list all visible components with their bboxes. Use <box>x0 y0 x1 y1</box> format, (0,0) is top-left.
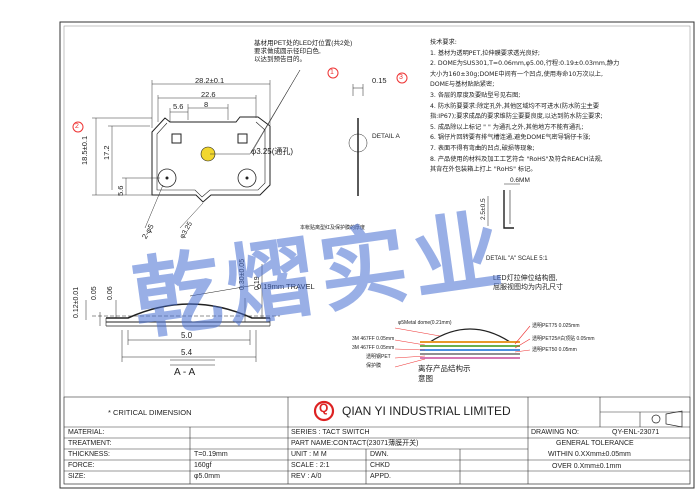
corner-window-right <box>237 133 248 144</box>
dome-circle-right <box>237 168 257 188</box>
part-outline <box>151 116 271 203</box>
critical-dimension: * CRITICAL DIMENSION <box>108 408 192 417</box>
logo-letter: Q <box>319 401 329 415</box>
circle-label-2: 2 <box>75 123 79 130</box>
dim-lines-top <box>92 69 301 229</box>
circle-label-3: 3 <box>399 74 403 81</box>
dim-0-19: 0.19 <box>254 276 261 290</box>
layer-right-1: 透明PET25#白顶贴 0.05mm <box>532 336 595 342</box>
value-size: φ5.0mm <box>194 473 220 480</box>
callout-base-note: 基材用PET处的LED灯位置(共2处) 要求做成圆示径印白色, 以达到预告目的。 <box>254 40 353 63</box>
note-line: 4. 防水防要要求:除定孔外,其他区域均不可进水(防水防尘主要 <box>430 102 600 110</box>
general-tolerance: GENERAL TOLERANCE <box>556 440 634 447</box>
dome-center-left <box>165 176 169 180</box>
note-line: DOME与基材贴贴紧密; <box>430 81 495 89</box>
rev: REV : A/0 <box>291 473 322 480</box>
label-thickness: THICKNESS: <box>68 451 111 458</box>
note-line: 5. 成品除以上标记 " " 为通孔之外,其他地方不能有通孔; <box>430 123 584 131</box>
dim-0-06: 0.06 <box>107 286 114 300</box>
note-line: 8. 产品使用的材料及加工工艺符合 "RoHS"及符合REACH法规, <box>430 155 603 163</box>
company-logo-ring <box>313 400 335 422</box>
appd: APPD. <box>370 473 392 480</box>
dim-led-hole: φ3.25(通孔) <box>251 147 294 156</box>
detail-height: 2.5±0.5 <box>480 198 487 220</box>
company-name: QIAN YI INDUSTRIAL LIMITED <box>342 404 511 418</box>
layer-left-4: 保护膜 <box>366 363 382 369</box>
dim-0-30: 0.30±0.05 <box>239 258 246 290</box>
technical-requirements: 技术要求: 1. 基材为透明PET,拉伸膜要求透光良好; 2. DOME为SUS… <box>430 38 692 176</box>
layer-right-2: 透明PET50 0.05mm <box>532 347 577 353</box>
callout-circles <box>72 67 408 133</box>
label-force: FORCE: <box>68 462 95 469</box>
dome-center-right <box>245 176 249 180</box>
side-profile <box>348 84 368 196</box>
protect-film-note: 本帐贴离型红及保护膜的厚度 <box>300 225 366 231</box>
section-label: A - A <box>174 367 196 378</box>
detail-a-scale: DETAIL "A" SCALE 5:1 <box>486 256 548 262</box>
label-material: MATERIAL: <box>68 429 105 436</box>
title-block-grid <box>63 396 691 485</box>
scale: SCALE : 2:1 <box>291 462 330 469</box>
dim-width: 28.2±0.1 <box>195 76 225 85</box>
note-line: 7. 表面不得有弯曲的凹点,破损等现象; <box>430 144 535 152</box>
part-name: PART NAME:CONTACT(23071薄膜开关) <box>291 440 419 447</box>
layer-left-1: 3M 467FF 0.05mm <box>352 336 395 342</box>
note-line: 大小为160±30g;DOME中间有一个凹点,使用寿命10万次以上, <box>430 70 603 78</box>
dim-height: 18.5±0.1 <box>80 135 89 165</box>
dim-0-12: 0.12±0.01 <box>73 286 80 318</box>
structure-title: 离存产品结构示 意图 <box>418 364 471 383</box>
drawing-no: QY-ENL-23071 <box>612 429 660 436</box>
layer-left-0: φ5Metal dome(0.21mm) <box>398 320 452 326</box>
dim-inner-width: 22.6 <box>201 90 216 99</box>
layer-left-3: 透明钢PET <box>366 354 391 360</box>
projection-symbol <box>651 410 683 428</box>
detail-a-label: DETAIL A <box>372 133 400 140</box>
dim-travel: 0.19mm TRAVEL <box>257 282 315 291</box>
label-size: SIZE: <box>68 473 86 480</box>
notes-title: 技术要求: <box>430 39 457 46</box>
circle-label-1: 1 <box>330 69 334 76</box>
tol-over: OVER 0.Xmm±0.1mm <box>552 463 622 470</box>
note-line: 3. 各层的厚度及要贴型号见右图; <box>430 91 521 99</box>
structure-schematic <box>394 325 531 368</box>
dwn: DWN. <box>370 451 389 458</box>
note-line: 其背在外包装箱上打上 "RoHS" 标记。 <box>430 166 537 174</box>
dim-5-6-vertical: 5.6 <box>116 185 125 196</box>
tol-within: WITHIN 0.XXmm±0.05mm <box>548 451 631 458</box>
note-line: 1. 基材为透明PET,拉伸膜要求透光良好; <box>430 49 540 57</box>
unit: UNIT : M M <box>291 451 327 458</box>
detail-a-view <box>487 183 520 229</box>
note-line: 6. 锅仔片回转要有排气槽连通,避免DOME气密导锅仔卡涨; <box>430 134 591 142</box>
dim-5-4: 5.4 <box>181 348 193 357</box>
sheet-border <box>59 21 695 489</box>
chkd: CHKD <box>370 462 390 469</box>
note-line: 指:IP67);要求成品的要求维防尘要要良度,以达到防水防尘要求; <box>430 113 603 121</box>
value-thickness: T=0.19mm <box>194 451 228 458</box>
value-force: 160gf <box>194 462 212 469</box>
dim-0-05: 0.05 <box>91 286 98 300</box>
label-treatment: TREATMENT: <box>68 440 112 447</box>
section-view <box>85 264 280 366</box>
dim-5-0: 5.0 <box>181 331 193 340</box>
layer-left-2: 3M 467FF 0.05mm <box>352 345 395 351</box>
drawing-no-label: DRAWING NO: <box>531 429 579 436</box>
series: SERIES : TACT SWITCH <box>291 429 370 436</box>
detail-0-6mm: 0.6MM <box>510 177 530 184</box>
layer-right-0: 透明PET75 0.025mm <box>532 323 580 329</box>
dim-17-2: 17.2 <box>102 145 111 160</box>
note-line: 2. DOME为SUS301,T=0.06mm,φ5.00,行程:0.19±0.… <box>430 60 620 68</box>
led-structure-note: LED灯拉伸位结构图, 屈服视图均为内孔尺寸 <box>493 275 563 291</box>
dim-thickness: 0.15 <box>372 76 387 85</box>
dim-5-6: 5.6 <box>173 102 184 111</box>
corner-window-left <box>171 133 182 144</box>
dim-8: 8 <box>204 100 209 109</box>
